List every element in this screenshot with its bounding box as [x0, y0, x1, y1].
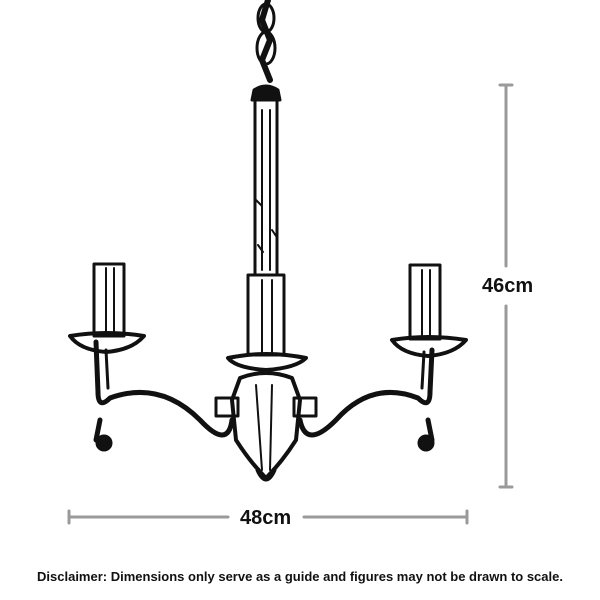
right-arm — [297, 263, 468, 452]
central-hub — [214, 371, 318, 482]
left-arm — [68, 262, 235, 452]
chandelier-illustration — [68, 0, 468, 482]
chain-icon — [255, 0, 277, 83]
center-candle — [226, 273, 308, 372]
height-dimension-label: 46cm — [478, 276, 538, 296]
central-stem — [253, 98, 279, 277]
width-dimension-label: 48cm — [236, 508, 296, 528]
disclaimer-text: Disclaimer: Dimensions only serve as a g… — [37, 569, 563, 584]
collar — [250, 84, 282, 102]
height-dimension-line — [498, 83, 514, 489]
width-dimension-line — [67, 509, 469, 525]
